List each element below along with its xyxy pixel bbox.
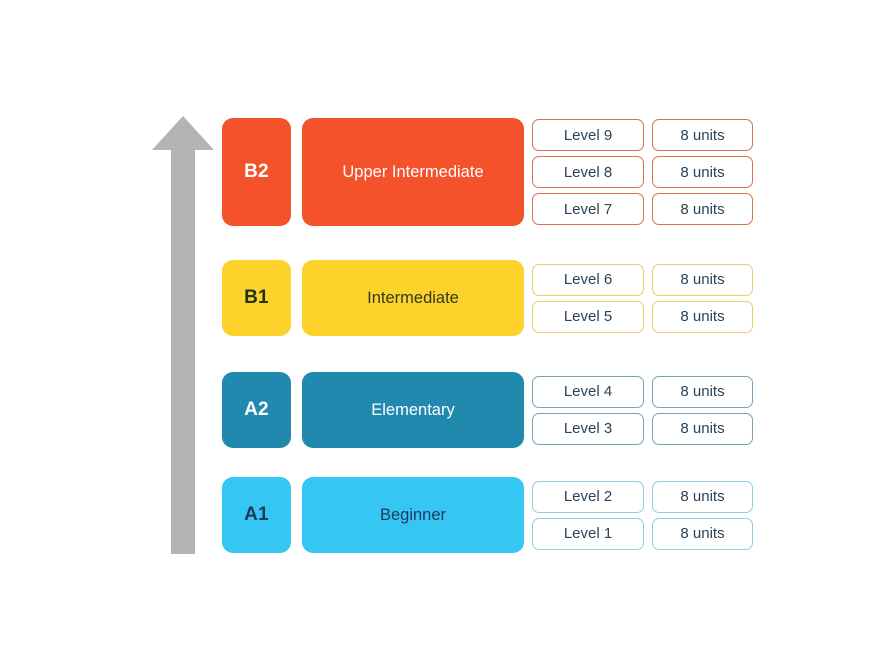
level-pill[interactable]: Level 5: [532, 300, 644, 333]
level-pill[interactable]: Level 7: [532, 193, 644, 225]
progression-arrow-icon: [152, 116, 214, 554]
tier-name-block-a2[interactable]: Elementary: [302, 372, 524, 448]
level-pill[interactable]: Level 3: [532, 412, 644, 445]
level-pill[interactable]: Level 6: [532, 263, 644, 296]
tier-name-block-a1[interactable]: Beginner: [302, 477, 524, 553]
units-pill[interactable]: 8 units: [652, 119, 753, 151]
units-pill[interactable]: 8 units: [652, 193, 753, 225]
units-pill[interactable]: 8 units: [652, 517, 753, 550]
units-pill[interactable]: 8 units: [652, 300, 753, 333]
level-pill[interactable]: Level 2: [532, 480, 644, 513]
progression-arrow: [150, 112, 216, 558]
level-pill[interactable]: Level 9: [532, 119, 644, 151]
units-pill[interactable]: 8 units: [652, 412, 753, 445]
units-pill[interactable]: 8 units: [652, 480, 753, 513]
level-pill[interactable]: Level 1: [532, 517, 644, 550]
tier-name-block-b2[interactable]: Upper Intermediate: [302, 118, 524, 226]
level-pill[interactable]: Level 4: [532, 375, 644, 408]
level-pill[interactable]: Level 8: [532, 156, 644, 188]
tier-code-badge-b2[interactable]: B2: [222, 118, 291, 226]
tier-code-badge-b1[interactable]: B1: [222, 260, 291, 336]
units-pill[interactable]: 8 units: [652, 263, 753, 296]
units-pill[interactable]: 8 units: [652, 375, 753, 408]
tier-name-block-b1[interactable]: Intermediate: [302, 260, 524, 336]
tier-code-badge-a1[interactable]: A1: [222, 477, 291, 553]
units-pill[interactable]: 8 units: [652, 156, 753, 188]
tier-code-badge-a2[interactable]: A2: [222, 372, 291, 448]
